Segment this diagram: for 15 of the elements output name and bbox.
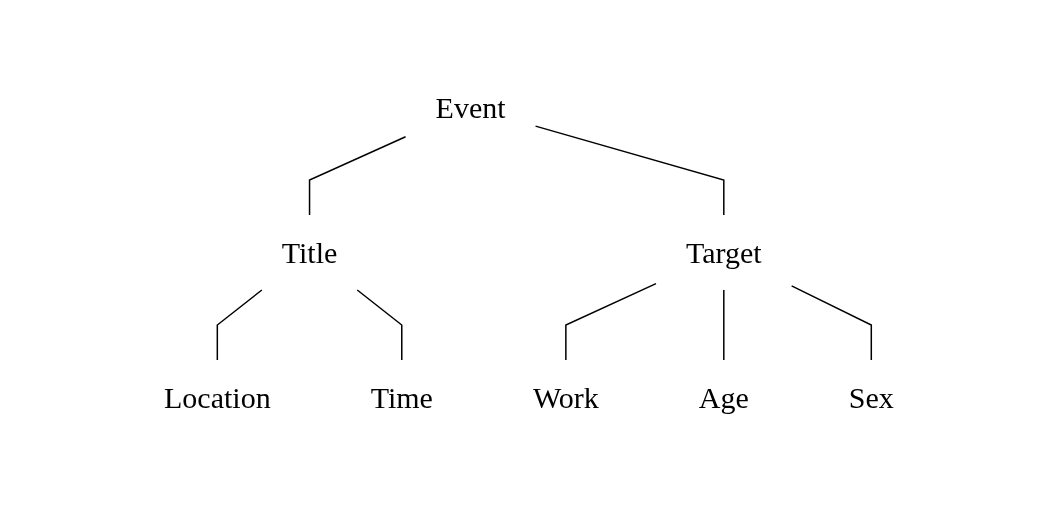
- node-text: Event: [435, 91, 506, 124]
- node-text: Age: [698, 381, 749, 414]
- connector: [308, 136, 407, 216]
- node-text: Location: [164, 381, 271, 414]
- connector: [534, 125, 725, 216]
- node-text: Sex: [848, 381, 894, 414]
- node-text: Target: [686, 236, 762, 269]
- connector: [356, 289, 403, 361]
- connector: [216, 289, 263, 361]
- connector: [565, 282, 657, 361]
- node-text: Time: [370, 381, 433, 414]
- connector: [791, 285, 873, 361]
- node-text: Work: [533, 381, 599, 414]
- connector: [723, 289, 725, 361]
- node-text: Title: [281, 236, 338, 269]
